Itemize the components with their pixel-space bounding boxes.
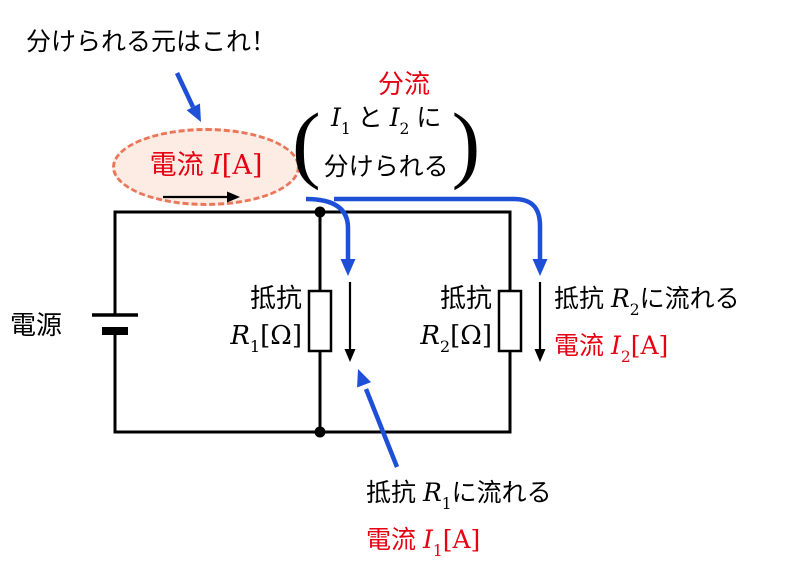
i2-current-sub: 2 — [620, 347, 631, 366]
r2-subscript: 2 — [439, 337, 451, 357]
source-current-label: 電流 I[A] — [150, 143, 263, 182]
r2-current-arrow-head — [534, 349, 546, 362]
source-current-highlight: 電流 I[A] — [112, 128, 300, 206]
branch-arrow-r1-head — [340, 259, 356, 276]
r2-label-kanji: 抵抗 — [439, 283, 492, 313]
source-current-text: 電流 — [149, 149, 212, 180]
i1-current-pre: 電流 — [366, 526, 423, 554]
i1-pointer-arrow-head — [357, 369, 372, 388]
current-unit: [A] — [221, 149, 263, 181]
i1-current-var: I — [422, 525, 433, 554]
i2-variable: I — [389, 103, 400, 132]
r1-current-arrow — [344, 282, 356, 362]
r1-current-arrow-head — [344, 349, 356, 362]
split-title: 分流 — [377, 69, 430, 99]
i2-subscript: 2 — [399, 119, 410, 138]
i2-note-pre: 抵抗 — [554, 285, 611, 313]
i1-pointer-arrow — [363, 388, 400, 468]
i2-note-r-var: R — [610, 284, 630, 313]
i2-current-pre: 電流 — [554, 332, 611, 360]
i1-variable: I — [330, 103, 341, 132]
i2-note-line2: 電流 I2[A] — [554, 327, 740, 374]
branch-arrow-r2-head — [532, 259, 548, 276]
r1-label: 抵抗 R1[Ω] — [178, 280, 302, 363]
i2-note: 抵抗 R2に流れる 電流 I2[A] — [554, 280, 740, 374]
r2-variable: R — [420, 321, 440, 351]
origin-pointer-arrow — [174, 72, 196, 108]
i1-note-post: に流れる — [451, 479, 552, 507]
r2-label: 抵抗 R2[Ω] — [368, 280, 492, 363]
r2-label-value: R2[Ω] — [368, 317, 492, 363]
current-direction-arrow — [163, 191, 240, 203]
i2-note-post: に流れる — [639, 285, 740, 313]
close-paren: ) — [451, 94, 481, 191]
current-variable: I — [211, 149, 222, 181]
open-paren: ( — [292, 94, 321, 191]
i2-note-r-sub: 2 — [629, 300, 640, 319]
i1-note: 抵抗 R1に流れる 電流 I1[A] — [366, 474, 552, 568]
i1-note-pre: 抵抗 — [366, 479, 423, 507]
current-direction-arrow-head — [227, 191, 240, 203]
i2-current-var: I — [610, 331, 621, 360]
branch-arrow-r1 — [305, 196, 351, 260]
origin-note: 分けられる元はこれ！ — [26, 28, 277, 56]
i1-note-line2: 電流 I1[A] — [366, 521, 552, 568]
branch-arrow-r2 — [334, 196, 543, 260]
split-detail-line1: I1 と I2 に — [324, 98, 449, 147]
r1-label-kanji: 抵抗 — [249, 283, 302, 313]
i1-current-sub: 1 — [432, 541, 443, 560]
resistor-r1 — [307, 289, 333, 353]
origin-pointer-arrow-head — [186, 103, 201, 122]
i1-subscript: 1 — [340, 119, 351, 138]
split-detail-line2: 分けられる — [323, 153, 449, 181]
split-detail-end: に — [409, 104, 442, 132]
r1-subscript: 1 — [249, 337, 261, 357]
i1-note-line1: 抵抗 R1に流れる — [366, 474, 552, 521]
r1-variable: R — [230, 321, 250, 351]
split-detail-mid: と — [350, 104, 390, 132]
power-source-label: 電源 — [10, 310, 63, 340]
i1-note-r-sub: 1 — [441, 494, 452, 513]
i1-note-r-var: R — [422, 478, 442, 507]
r2-unit: [Ω] — [450, 321, 492, 351]
split-detail: ( I1 と I2 に 分けられる ) — [292, 98, 480, 187]
r1-label-value: R1[Ω] — [178, 317, 302, 363]
r1-unit: [Ω] — [260, 321, 302, 351]
i2-note-line1: 抵抗 R2に流れる — [554, 280, 740, 327]
split-detail-lines: I1 と I2 に 分けられる — [321, 98, 452, 187]
r2-current-arrow — [534, 282, 546, 362]
junction-dot-top — [314, 206, 326, 218]
i1-current-unit: [A] — [442, 525, 481, 554]
blue-arrows — [174, 72, 548, 468]
resistor-r2 — [497, 289, 523, 353]
i2-current-unit: [A] — [630, 331, 669, 360]
junction-dot-bottom — [314, 426, 326, 438]
